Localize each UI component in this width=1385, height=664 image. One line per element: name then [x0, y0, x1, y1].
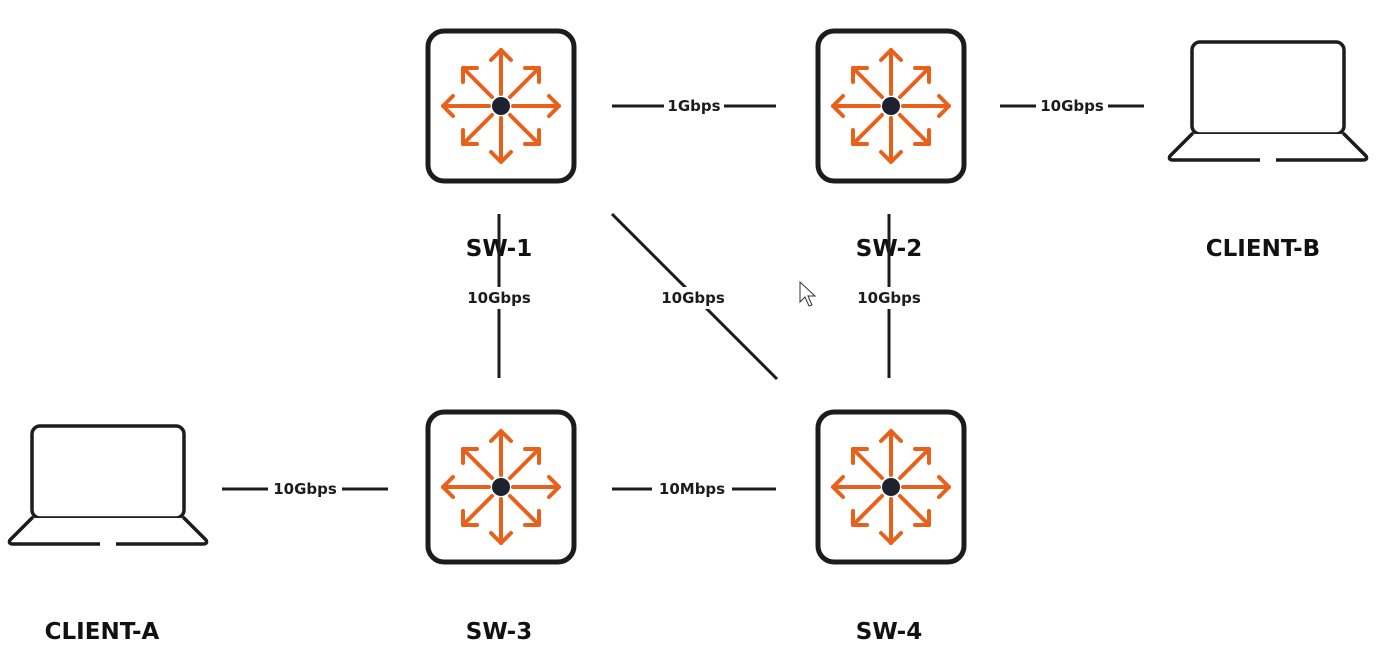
switch-icon: [818, 412, 964, 562]
switch-sw4[interactable]: SW-4: [818, 412, 964, 645]
mouse-cursor-icon: [799, 280, 817, 307]
link-sw1-sw2: 1Gbps: [612, 95, 776, 117]
client-label: CLIENT-B: [1206, 236, 1320, 262]
link-speed-label: 10Mbps: [659, 480, 725, 498]
switch-label: SW-4: [856, 619, 922, 645]
laptop-icon: [9, 426, 206, 544]
link-sw1-sw4: 10Gbps: [610, 212, 779, 381]
switch-icon: [818, 31, 964, 181]
switch-icon: [428, 31, 574, 181]
switch-icon: [428, 412, 574, 562]
link-speed-label: 10Gbps: [467, 289, 531, 307]
link-client-a-sw3: 10Gbps: [222, 478, 388, 500]
link-speed-label: 10Gbps: [857, 289, 921, 307]
switch-label: SW-3: [466, 619, 532, 645]
link-speed-label: 10Gbps: [661, 289, 725, 307]
link-speed-label: 1Gbps: [667, 97, 720, 115]
link-sw2-client-b: 10Gbps: [1000, 95, 1144, 117]
link-speed-label: 10Gbps: [273, 480, 337, 498]
laptop-icon: [1169, 42, 1366, 160]
switch-sw3[interactable]: SW-3: [428, 412, 574, 645]
switch-sw1[interactable]: SW-1: [428, 31, 574, 262]
switch-sw2[interactable]: SW-2: [818, 31, 964, 262]
link-speed-label: 10Gbps: [1040, 97, 1104, 115]
client-b[interactable]: CLIENT-B: [1169, 42, 1366, 262]
link-sw3-sw4: 10Mbps: [612, 478, 776, 500]
client-a[interactable]: CLIENT-A: [9, 426, 206, 645]
client-label: CLIENT-A: [45, 619, 160, 645]
